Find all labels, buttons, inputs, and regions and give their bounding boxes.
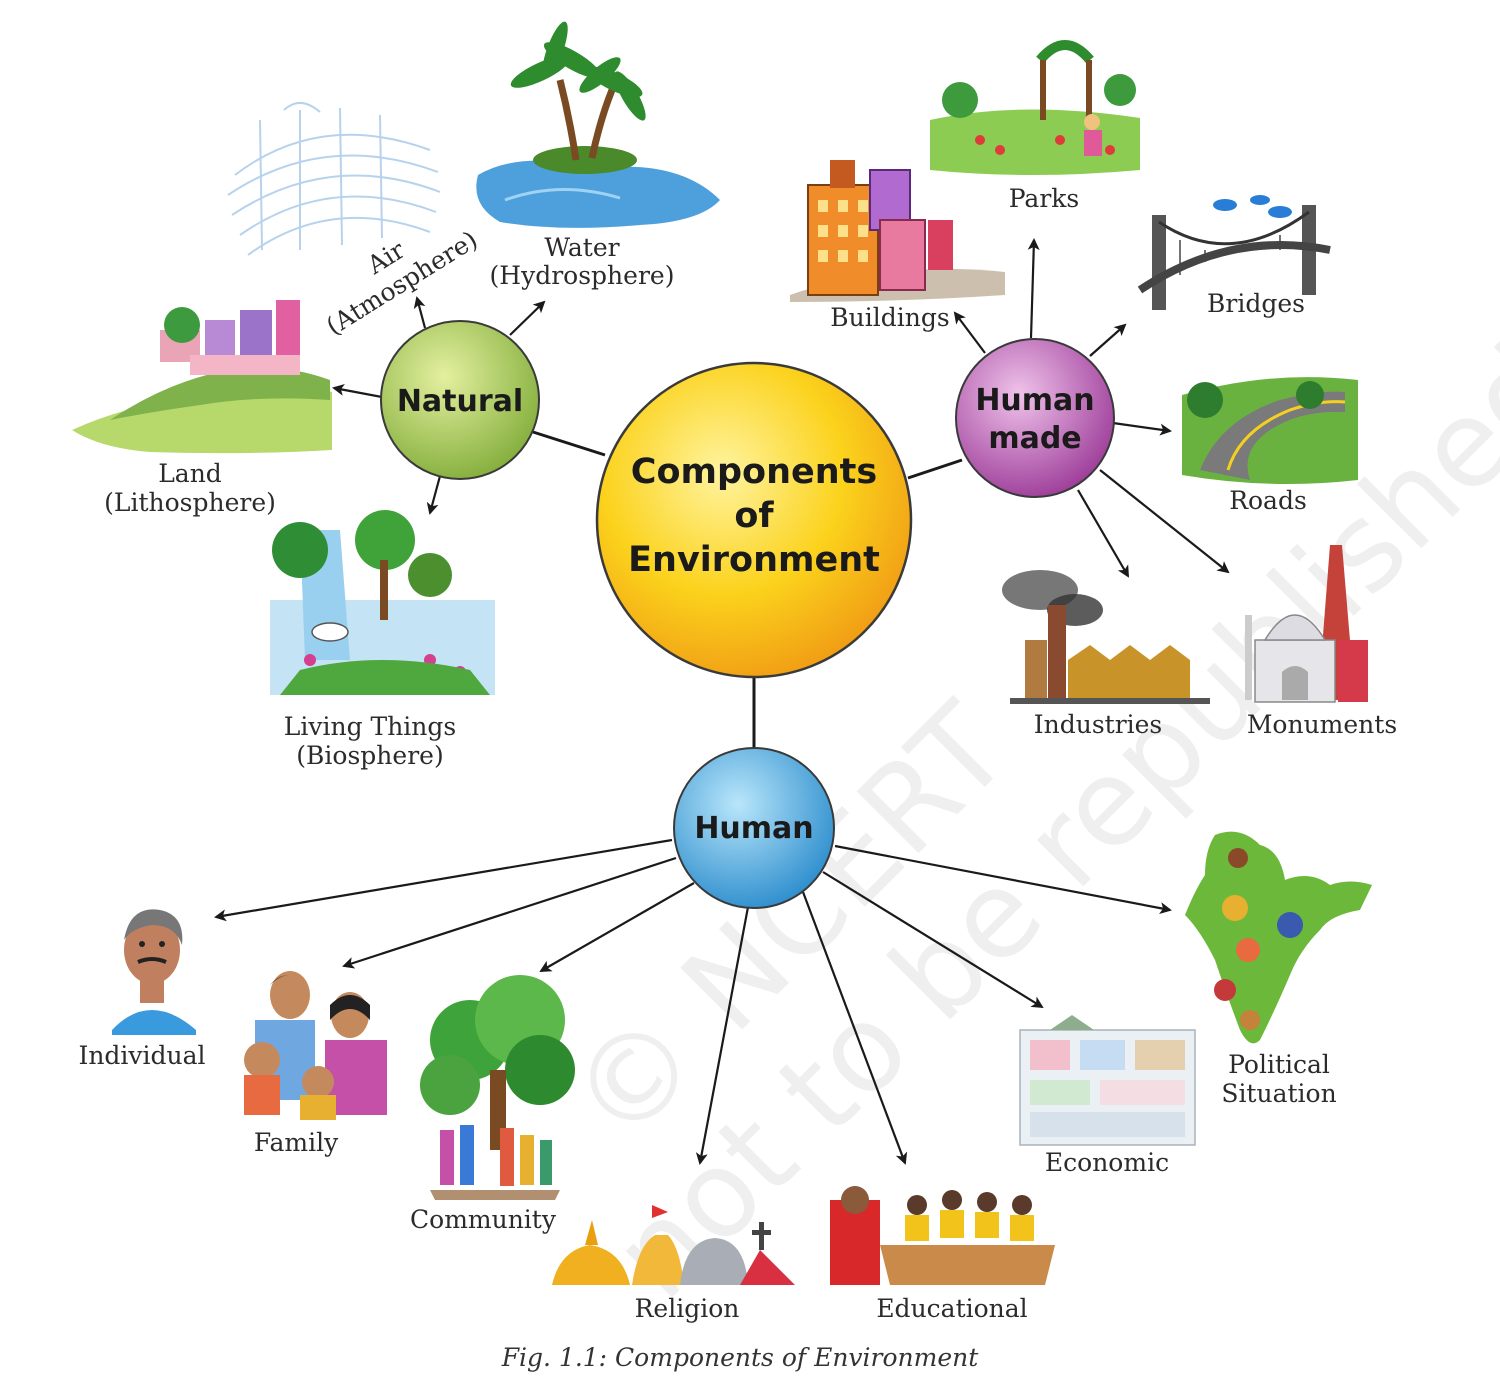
natural-arrows [332,296,546,515]
label-situation: Situation [1221,1079,1336,1108]
natural-node: Natural [380,320,540,480]
hub-connectors [532,430,963,748]
economic-illustration [1019,1015,1196,1146]
roads-illustration [1182,377,1358,484]
label-land: Land [158,459,222,488]
arrow-to-community [539,882,695,972]
bridges-illustration [1137,195,1331,310]
arrow-to-educational [801,891,908,1165]
label-lithosphere: (Lithosphere) [104,488,276,517]
label-biosphere: (Biosphere) [296,741,443,770]
land-illustration [72,300,332,454]
arrow-to-living-things [426,475,442,515]
label-hydrosphere: (Hydrosphere) [490,261,675,290]
water-illustration [476,21,720,228]
arrow-to-economic [822,871,1044,1009]
arrow-to-religion [695,906,750,1165]
label-political: Political [1228,1050,1330,1079]
label-educational: Educational [876,1294,1027,1323]
center-label-line-3: Environment [628,540,880,580]
label-bridges: Bridges [1207,289,1305,318]
label-family: Family [254,1128,339,1157]
label-industries: Industries [1034,710,1163,739]
label-individual: Individual [78,1041,205,1070]
label-religion: Religion [635,1294,740,1323]
buildings-illustration [790,160,1005,302]
family-illustration [244,971,387,1120]
arrow-to-parks [1027,238,1040,339]
human-node: Human [673,747,835,909]
human-arrows [214,838,1172,1165]
arrow-to-monuments [1099,469,1230,574]
edge-center-human-made [907,458,963,480]
label-roads: Roads [1229,486,1307,515]
label-buildings: Buildings [830,303,949,332]
human-label: Human [694,811,813,846]
educational-illustration [830,1186,1055,1285]
air-illustration [227,102,441,256]
label-living-things: Living Things [284,712,456,741]
natural-label: Natural [397,384,523,419]
center-node: Components of Environment [595,361,913,679]
living-things-illustration [270,510,495,695]
human-made-label-line-1: Human [975,383,1094,418]
label-economic: Economic [1045,1148,1169,1177]
arrow-to-political-situation [834,844,1172,915]
label-community: Community [410,1205,557,1234]
political-situation-illustration [1185,831,1372,1044]
human-made-node: Human made [955,338,1115,498]
monuments-illustration [1245,545,1368,703]
center-label-line-2: of [734,496,774,536]
arrow-to-air [413,296,427,329]
label-water: Water [544,233,619,262]
label-parks: Parks [1009,184,1080,213]
figure-caption: Fig. 1.1: Components of Environment [501,1343,980,1372]
parks-illustration [930,40,1140,175]
arrow-to-roads [1112,421,1172,436]
label-monuments: Monuments [1247,710,1397,739]
arrow-to-water [509,300,546,336]
human-made-labels: Parks Buildings Bridges Roads Industries… [830,184,1397,739]
human-made-label-line-2: made [988,421,1081,456]
human-made-arrows [953,238,1230,578]
center-label-line-1: Components [631,452,877,492]
edge-center-natural [532,430,606,457]
arrow-to-bridges [1089,323,1127,357]
arrow-to-industries [1077,489,1130,578]
religion-illustration [552,1205,795,1285]
community-illustration [420,975,575,1200]
arrow-to-land [332,383,383,399]
individual-illustration [112,909,196,1035]
human-labels: Individual Family Community Religion Edu… [78,1041,1336,1323]
arrow-to-individual [214,838,673,922]
industries-illustration [1002,570,1210,704]
arrow-to-family [342,856,677,969]
arrow-to-buildings [953,311,986,354]
